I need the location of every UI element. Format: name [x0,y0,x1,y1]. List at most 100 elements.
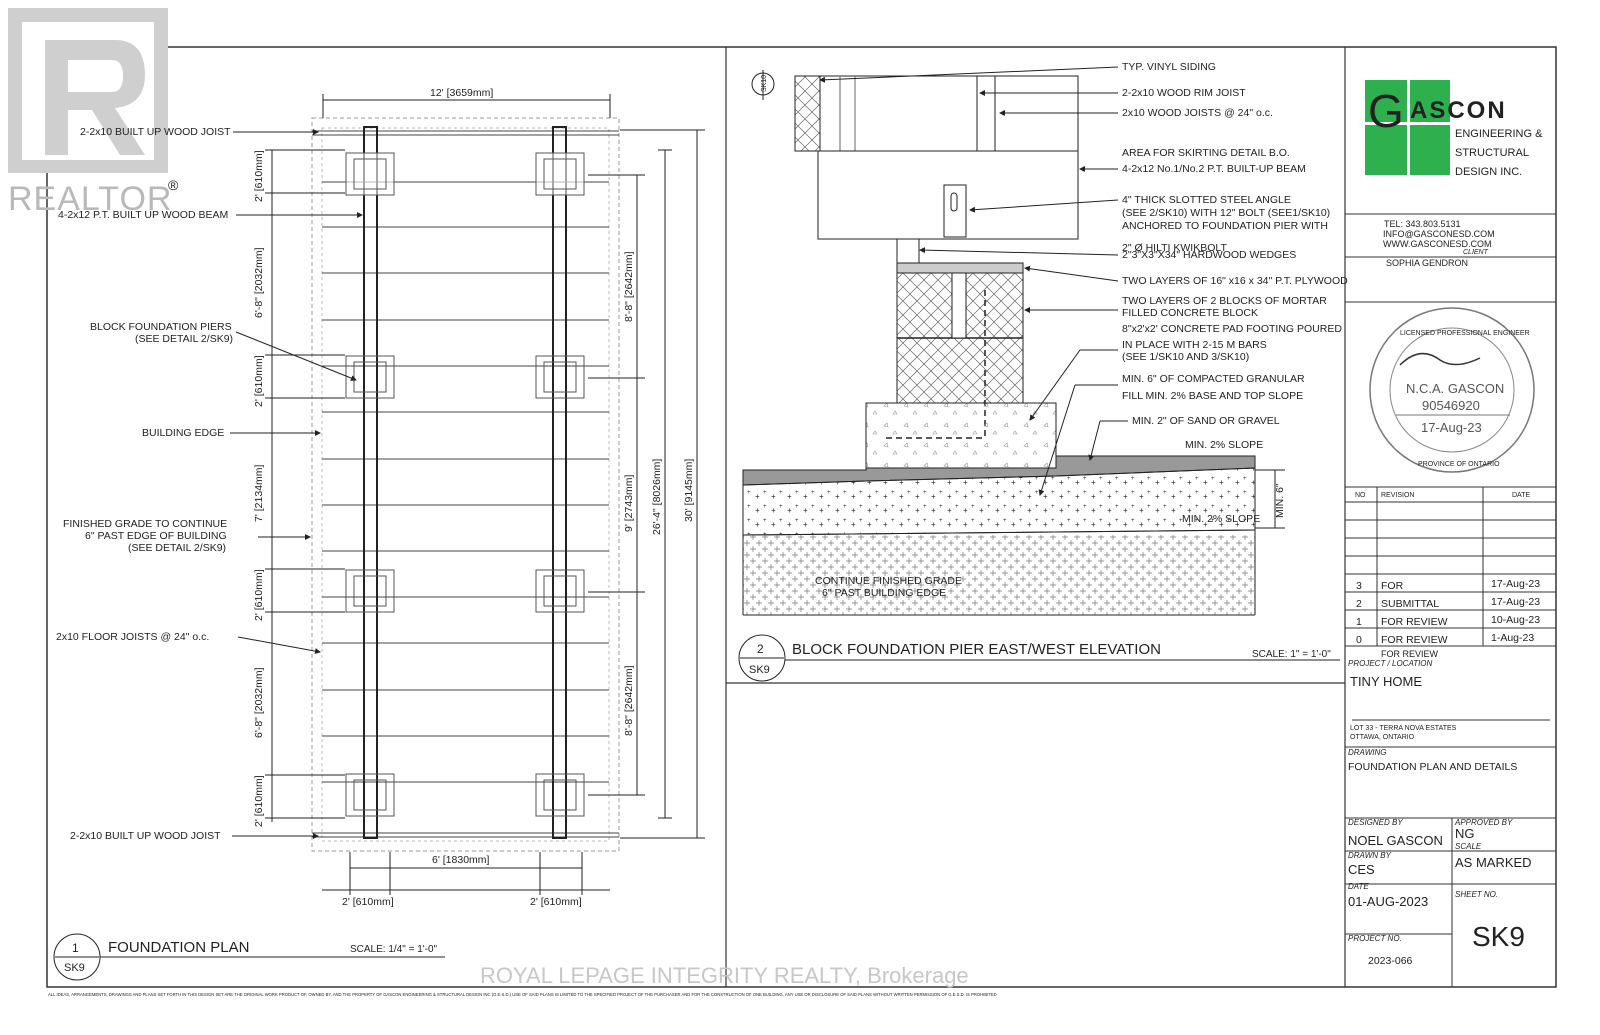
elevation-labels-17: FILL MIN. 2% BASE AND TOP SLOPE [1122,390,1303,402]
elevation-labels-4: 4-2x12 No.1/No.2 P.T. BUILT-UP BEAM [1122,163,1306,175]
title-block: G ASCON ENGINEERING & STRUCTURAL DESIGN … [1345,80,1556,987]
plan-dims-top: 12' [3659mm] [430,87,493,99]
plan-dims-right-26: 26'-4" [8026mm] [651,459,663,535]
title-block-revisions-2-date: 10-Aug-23 [1491,614,1540,626]
title-block-location-1: LOT 33 - TERRA NOVA ESTATES [1350,725,1457,732]
label-finished-grade-ref: (SEE DETAIL 2/SK9) [128,542,226,554]
floor-joists [312,130,619,838]
elevation-labels-12: FILLED CONCRETE BLOCK [1122,307,1258,319]
elevation-min-depth: MIN. 6" [1274,483,1286,518]
title-block-logo-lines-1: STRUCTURAL [1455,147,1529,159]
plan-labels: 2-2x10 BUILT UP WOOD JOIST 4-2x12 P.T. B… [56,126,363,842]
pier-elevation: SK10 MIN. 6" MIN. 2% [738,61,1348,682]
plan-dims-mid: 6' [1830mm] [432,854,490,866]
plan-dim-bottom: 6' [1830mm] 2' [610mm] 2' [610mm] [322,852,610,908]
foundation-piers [345,152,585,817]
plan-dims-left-3: 7' [2134mm] [253,464,265,522]
elevation-labels-8: 2" Ø HILTI KWIKBOLT [1122,242,1227,254]
label-finished-grade-2: 6" PAST EDGE OF BUILDING [85,530,227,542]
realtor-mark: ® [168,177,179,193]
label-block-piers-ref: (SEE DETAIL 2/SK9) [135,333,233,345]
elevation-labels-3: AREA FOR SKIRTING DETAIL B.O. [1122,147,1290,159]
elevation-labels-7: ANCHORED TO FOUNDATION PIER WITH [1122,220,1328,232]
title-block-stamp-ring-bottom: PROVINCE OF ONTARIO [1418,461,1500,468]
elevation-labels-15: (SEE 1/SK10 AND 3/SK10) [1122,351,1249,363]
sheet-date: 01-AUG-2023 [1348,894,1428,909]
title-block-logo-lines-2: DESIGN INC. [1455,166,1522,178]
title-block-rev-headers-1: REVISION [1381,492,1414,499]
title-block-project-no-label: PROJECT NO. [1348,934,1402,943]
elevation-labels-5: 4" THICK SLOTTED STEEL ANGLE [1122,194,1291,206]
label-built-up-joist-top: 2-2x10 BUILT UP WOOD JOIST [80,126,231,138]
elevation-title-block: 2 SK9 BLOCK FOUNDATION PIER EAST/WEST EL… [738,634,1340,682]
title-block-revisions-0-rev: FOR [1381,580,1404,592]
title-block-rev-headers-2: DATE [1512,492,1530,499]
designed-by: NOEL GASCON [1348,833,1443,848]
title-block-logo-lines-0: ENGINEERING & [1455,128,1543,140]
title-block-revisions-3-date: 1-Aug-23 [1491,632,1534,644]
title-block-sheet-label: SHEET NO. [1455,890,1498,899]
left-beam [363,126,378,839]
elevation-labels-1: 2-2x10 WOOD RIM JOIST [1122,87,1246,99]
title-block-drawn-label: DRAWN BY [1348,851,1392,860]
plan-title-block: 1 SK9 FOUNDATION PLAN SCALE: 1/4" = 1'-0… [53,933,445,981]
title-block-logo-name: ASCON [1410,97,1507,124]
plan-dims-right-inner-2: 8'-8" [2642mm] [623,665,635,736]
plan-dims-left-4: 2' [610mm] [253,569,265,621]
plan-dims-right-inner-1: 9' [2743mm] [623,474,635,532]
plan-dims-right-30: 30' [9145mm] [683,459,695,522]
sheet-scale: AS MARKED [1455,855,1532,870]
title-block-revisions-3-no: 0 [1356,634,1362,646]
title-block-revisions-1-no: 2 [1356,598,1362,610]
elevation-labels-6: (SEE 2/SK10) WITH 12" BOLT (SEE1/SK10) [1122,207,1330,219]
plan-dims-bottom-right: 2' [610mm] [530,896,582,908]
elevation-labels-18: MIN. 2" OF SAND OR GRAVEL [1132,415,1280,427]
title-block-stamp-name: N.C.A. GASCON [1406,381,1504,396]
title-block-logo-letter: G [1368,85,1404,137]
plan-dims-left-2: 2' [610mm] [253,355,265,407]
grade-note-1: CONTINUE FINISHED GRADE [815,575,962,587]
title-block-designed-label: DESIGNED BY [1348,818,1403,827]
plan-dims-left-1: 6'-8" [2032mm] [253,247,265,318]
slope-bottom: MIN. 2% SLOPE [1182,513,1260,525]
title-block-revisions-1-rev: SUBMITTAL [1381,598,1439,610]
label-building-edge: BUILDING EDGE [142,427,224,439]
plywood-layers [896,262,1024,274]
title-block-rev-headers-0: NO [1355,492,1366,499]
plan-dim-right: 8'-8" [2642mm] 9' [2743mm] 8'-8" [2642mm… [588,129,705,839]
elevation-section-tag: SK10 [761,75,768,92]
plan-title: FOUNDATION PLAN [108,939,249,956]
slope-top: MIN. 2% SLOPE [1185,439,1263,451]
title-block-stamp-ring-top: LICENSED PROFESSIONAL ENGINEER [1400,330,1530,337]
right-beam [552,126,567,839]
realtor-wordmark: REALTOR [8,180,172,218]
plan-detail-num: 1 [72,941,79,955]
elevation-title: BLOCK FOUNDATION PIER EAST/WEST ELEVATIO… [792,641,1161,658]
title-block-drawing-label: DRAWING [1348,748,1387,757]
label-finished-grade: FINISHED GRADE TO CONTINUE [63,518,227,530]
project-number: 2023-066 [1368,955,1413,967]
plan-dims-right-inner-0: 8'-8" [2642mm] [623,251,635,322]
title-block-stamp-number: 90546920 [1422,398,1480,413]
email: INFO@GASCONESD.COM [1383,229,1495,239]
title-block-project-label: PROJECT / LOCATION [1348,659,1433,668]
plan-dims-bottom-left: 2' [610mm] [342,896,394,908]
grade-note-2: 6" PAST BUILDING EDGE [822,587,946,599]
elevation-labels: TYP. VINYL SIDING 2-2x10 WOOD RIM JOIST … [819,61,1348,496]
plan-dims-left-5: 6'-8" [2032mm] [253,667,265,738]
plan-dims-left-6: 2' [610mm] [253,775,265,827]
title-block-scale-label: SCALE [1455,842,1482,851]
pad-footing [865,402,1057,469]
title-block-revisions-3-rev: FOR REVIEW [1381,634,1448,646]
title-block-revisions-2-no: 1 [1356,616,1362,628]
elevation-scale: SCALE: 1" = 1'-0" [1252,649,1331,660]
tel: TEL: 343.803.5131 [1384,219,1461,229]
native-soil [743,535,1255,615]
elevation-sheet-ref: SK9 [749,664,770,676]
plan-dim-top: 12' [3659mm] [322,87,611,118]
title-block-revisions-0-date: 17-Aug-23 [1491,578,1540,590]
label-wood-beam: 4-2x12 P.T. BUILT UP WOOD BEAM [58,209,228,221]
gascon-logo: G ASCON ENGINEERING & STRUCTURAL DESIGN … [1365,80,1543,178]
website: WWW.GASCONESD.COM [1383,239,1492,249]
